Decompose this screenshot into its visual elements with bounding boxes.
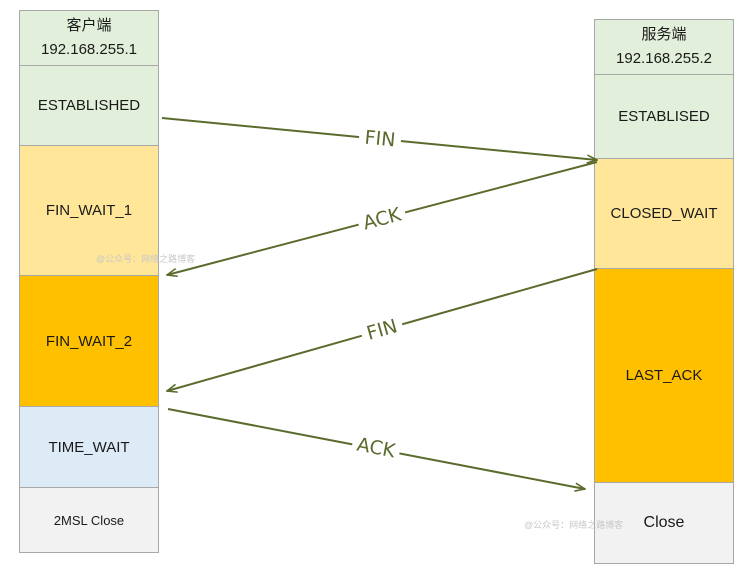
server-ip: 192.168.255.2 [616, 50, 712, 67]
fin-label-2: FIN [364, 315, 400, 345]
client-state-established: ESTABLISHED [19, 65, 159, 146]
server-header: 服务端 192.168.255.2 [594, 19, 734, 75]
client-state-2msl-close: 2MSL Close [19, 487, 159, 553]
watermark-1: @公众号：网络之路博客 [96, 254, 196, 264]
server-state-established: ESTABLISED [594, 74, 734, 159]
client-title: 客户端 [66, 17, 112, 34]
server-title: 服务端 [641, 26, 687, 43]
ack-label-2-group: ACK [350, 430, 403, 464]
ack-label-1-group: ACK [355, 200, 409, 236]
server-state-last-ack: LAST_ACK [594, 268, 734, 483]
client-header: 客户端 192.168.255.1 [19, 10, 159, 66]
server-state-closed-wait: CLOSED_WAIT [594, 158, 734, 269]
ack-label-1: ACK [361, 203, 404, 234]
fin-label-1-group: FIN [358, 124, 403, 152]
client-column: 客户端 192.168.255.1 ESTABLISHED FIN_WAIT_1… [19, 10, 159, 553]
client-ip: 192.168.255.1 [41, 41, 137, 58]
server-column: 服务端 192.168.255.2 ESTABLISED CLOSED_WAIT… [594, 19, 734, 564]
client-state-time-wait: TIME_WAIT [19, 406, 159, 488]
watermark-2: @公众号：网络之路博客 [524, 520, 624, 530]
fin-label-2-group: FIN [358, 311, 406, 347]
server-state-close: Close [594, 482, 734, 564]
client-state-fin-wait-2: FIN_WAIT_2 [19, 275, 159, 407]
fin-label-1: FIN [364, 127, 397, 152]
